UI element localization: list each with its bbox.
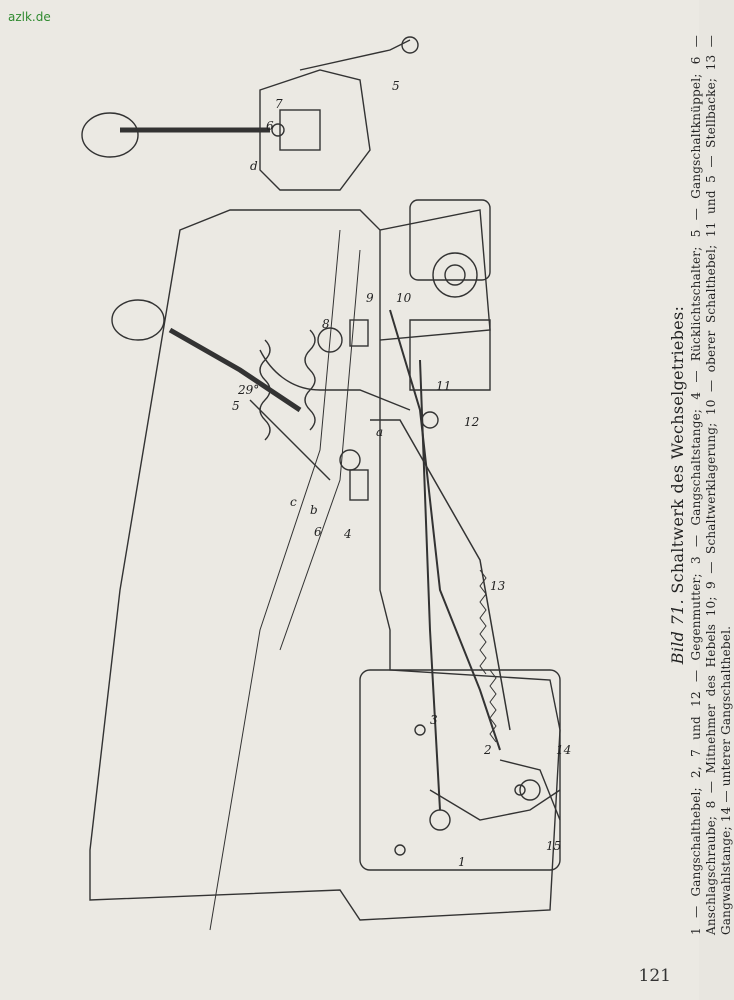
gearshift-technical-drawing: 6 7 d 5 8 9 10 5 29° 11 12 a c b 6 4 13 … (81, 36, 571, 931)
label-7: 7 (275, 97, 283, 111)
label-2: 2 (483, 743, 492, 757)
figure-caption: Bild 71. Schaltwerk des Wechselgetriebes… (668, 35, 734, 935)
label-13: 13 (490, 579, 506, 593)
shift-knob-main (111, 299, 165, 341)
label-5-main: 5 (232, 399, 240, 413)
label-9: 9 (366, 291, 374, 305)
bell-housing (409, 199, 491, 281)
caption-figure-title: Schaltwerk des Wechselgetriebes: (668, 305, 687, 594)
caption-title: Bild 71. Schaltwerk des Wechselgetriebes… (668, 35, 687, 935)
label-4: 4 (343, 527, 352, 541)
label-3: 3 (430, 713, 438, 727)
caption-figure-number: Bild 71. (668, 599, 687, 665)
label-angle: 29° (237, 383, 259, 397)
label-c: c (290, 495, 297, 509)
label-12: 12 (464, 415, 479, 429)
label-10: 10 (396, 291, 412, 305)
caption-legend: 1 — Gangschalthebel; 2, 7 und 12 — Gegen… (689, 35, 733, 935)
label-1: 1 (458, 855, 466, 869)
label-b: b (310, 503, 318, 517)
label-14: 14 (556, 743, 571, 757)
label-6-main: 6 (314, 525, 322, 539)
label-a: a (376, 425, 383, 439)
gearbox-housing (89, 209, 561, 921)
label-15: 15 (546, 839, 561, 853)
label-6-top: 6 (266, 119, 274, 133)
manual-page: azlk.de (8, 10, 733, 986)
label-5-top: 5 (392, 79, 400, 93)
shift-knob-upper (81, 112, 139, 158)
watermark: azlk.de (8, 10, 51, 24)
label-8: 8 (322, 317, 330, 331)
label-11: 11 (436, 379, 451, 393)
page-number: 121 (638, 966, 671, 986)
label-d: d (250, 159, 258, 173)
